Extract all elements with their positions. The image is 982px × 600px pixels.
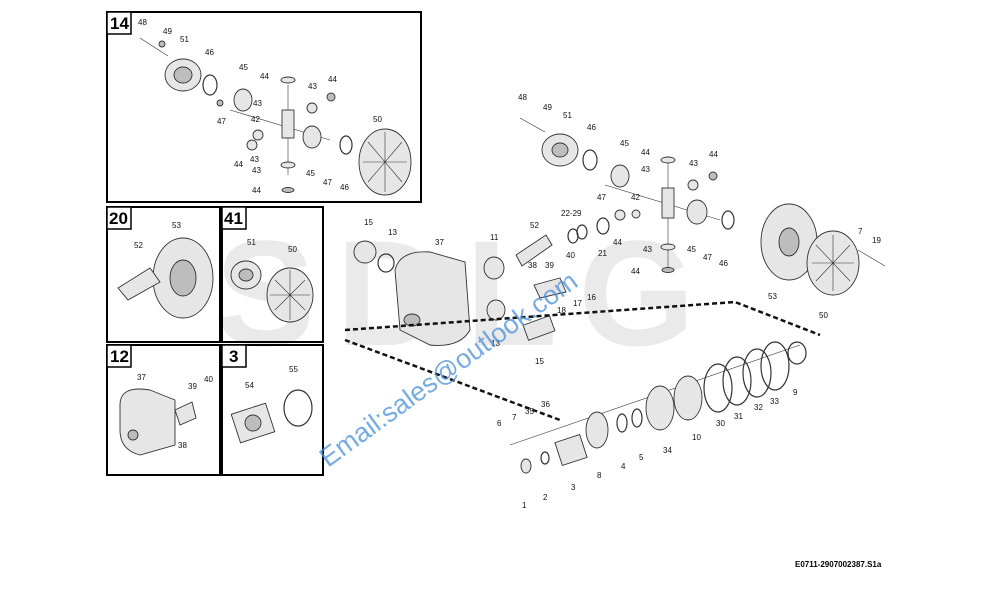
main-exploded-upper: 48 49 51 46 45 44 44 43 47 43 42 43 44 4… bbox=[353, 93, 886, 366]
label-l2: 2 bbox=[543, 493, 548, 502]
label-l31: 31 bbox=[734, 412, 743, 421]
label-45b: 45 bbox=[306, 169, 315, 178]
label-l1: 1 bbox=[522, 501, 527, 510]
label-43d: 43 bbox=[252, 166, 261, 175]
inset-box-20: 20 53 52 bbox=[106, 206, 221, 343]
label-m46: 46 bbox=[587, 123, 596, 132]
inset-id-12: 12 bbox=[110, 347, 129, 366]
label-m37: 37 bbox=[435, 238, 444, 247]
inset-box-14: 14 48 49 51 46 45 44 43 44 42 43 47 5 bbox=[106, 11, 422, 203]
label-m15b: 15 bbox=[535, 357, 544, 366]
label-44d: 44 bbox=[252, 186, 261, 195]
label-m47b: 47 bbox=[703, 253, 712, 262]
label-43: 43 bbox=[308, 82, 317, 91]
label-l3: 3 bbox=[571, 483, 576, 492]
label-m22-29: 22-29 bbox=[561, 209, 582, 218]
label-50-41: 50 bbox=[288, 245, 297, 254]
document-id: E0711-2907002387.S1a bbox=[795, 560, 882, 569]
label-l9: 9 bbox=[793, 388, 798, 397]
label-l5: 5 bbox=[639, 453, 644, 462]
label-46: 46 bbox=[205, 48, 214, 57]
label-m52: 52 bbox=[530, 221, 539, 230]
inset-id-3: 3 bbox=[229, 347, 238, 366]
label-m49: 49 bbox=[543, 103, 552, 112]
label-44: 44 bbox=[260, 72, 269, 81]
label-m15: 15 bbox=[364, 218, 373, 227]
label-m7: 7 bbox=[858, 227, 863, 236]
label-43c: 43 bbox=[250, 155, 259, 164]
label-50: 50 bbox=[373, 115, 382, 124]
inset-box-12: 12 37 40 39 38 bbox=[106, 344, 221, 476]
label-m38: 38 bbox=[528, 261, 537, 270]
label-l32: 32 bbox=[754, 403, 763, 412]
label-m43b: 43 bbox=[689, 159, 698, 168]
label-48: 48 bbox=[138, 18, 147, 27]
label-l35: 35 bbox=[525, 407, 534, 416]
label-m51: 51 bbox=[563, 111, 572, 120]
label-44c: 44 bbox=[234, 160, 243, 169]
label-m47: 47 bbox=[597, 193, 606, 202]
label-47: 47 bbox=[217, 117, 226, 126]
label-46b: 46 bbox=[340, 183, 349, 192]
label-m45b: 45 bbox=[687, 245, 696, 254]
label-l7: 7 bbox=[512, 413, 517, 422]
inset-id-14: 14 bbox=[110, 14, 129, 33]
label-47b: 47 bbox=[323, 178, 332, 187]
label-43b: 43 bbox=[253, 99, 262, 108]
label-m13: 13 bbox=[388, 228, 397, 237]
label-38-12: 38 bbox=[178, 441, 187, 450]
label-49: 49 bbox=[163, 27, 172, 36]
label-l36: 36 bbox=[541, 400, 550, 409]
inset-id-41: 41 bbox=[224, 209, 243, 228]
label-l6: 6 bbox=[497, 419, 502, 428]
label-54: 54 bbox=[245, 381, 254, 390]
inset-box-3: 3 55 54 bbox=[221, 344, 324, 476]
label-m11: 11 bbox=[490, 233, 499, 242]
label-51: 51 bbox=[180, 35, 189, 44]
label-m46b: 46 bbox=[719, 259, 728, 268]
label-44b: 44 bbox=[328, 75, 337, 84]
label-m21: 21 bbox=[598, 249, 607, 258]
label-m45: 45 bbox=[620, 139, 629, 148]
label-m17: 17 bbox=[573, 299, 582, 308]
label-m44d: 44 bbox=[613, 238, 622, 247]
inset-id-20: 20 bbox=[109, 209, 128, 228]
label-37-12: 37 bbox=[137, 373, 146, 382]
label-m44: 44 bbox=[641, 148, 650, 157]
label-42: 42 bbox=[251, 115, 260, 124]
label-m16: 16 bbox=[587, 293, 596, 302]
label-39-12: 39 bbox=[188, 382, 197, 391]
label-m50: 50 bbox=[819, 311, 828, 320]
label-m18: 18 bbox=[557, 306, 566, 315]
label-53: 53 bbox=[172, 221, 181, 230]
inset-box-41: 41 51 50 bbox=[221, 206, 324, 343]
label-55: 55 bbox=[289, 365, 298, 374]
label-l33: 33 bbox=[770, 397, 779, 406]
label-52: 52 bbox=[134, 241, 143, 250]
label-m53: 53 bbox=[768, 292, 777, 301]
label-l10: 10 bbox=[692, 433, 701, 442]
label-l30: 30 bbox=[716, 419, 725, 428]
label-m43c: 43 bbox=[643, 245, 652, 254]
label-40-12: 40 bbox=[204, 375, 213, 384]
label-l34: 34 bbox=[663, 446, 672, 455]
label-51-41: 51 bbox=[247, 238, 256, 247]
dashed-assembly-connector bbox=[344, 300, 821, 422]
label-m48: 48 bbox=[518, 93, 527, 102]
label-m43: 43 bbox=[641, 165, 650, 174]
label-m39: 39 bbox=[545, 261, 554, 270]
label-m40: 40 bbox=[566, 251, 575, 260]
main-exploded-lower: 6 7 35 36 1 2 3 8 4 5 34 10 30 31 32 33 … bbox=[497, 341, 807, 510]
label-m13b: 13 bbox=[491, 339, 500, 348]
label-m19: 19 bbox=[872, 236, 881, 245]
label-m42: 42 bbox=[631, 193, 640, 202]
label-45: 45 bbox=[239, 63, 248, 72]
label-m44c: 44 bbox=[631, 267, 640, 276]
label-m44b: 44 bbox=[709, 150, 718, 159]
label-l4: 4 bbox=[621, 462, 626, 471]
label-l8: 8 bbox=[597, 471, 602, 480]
